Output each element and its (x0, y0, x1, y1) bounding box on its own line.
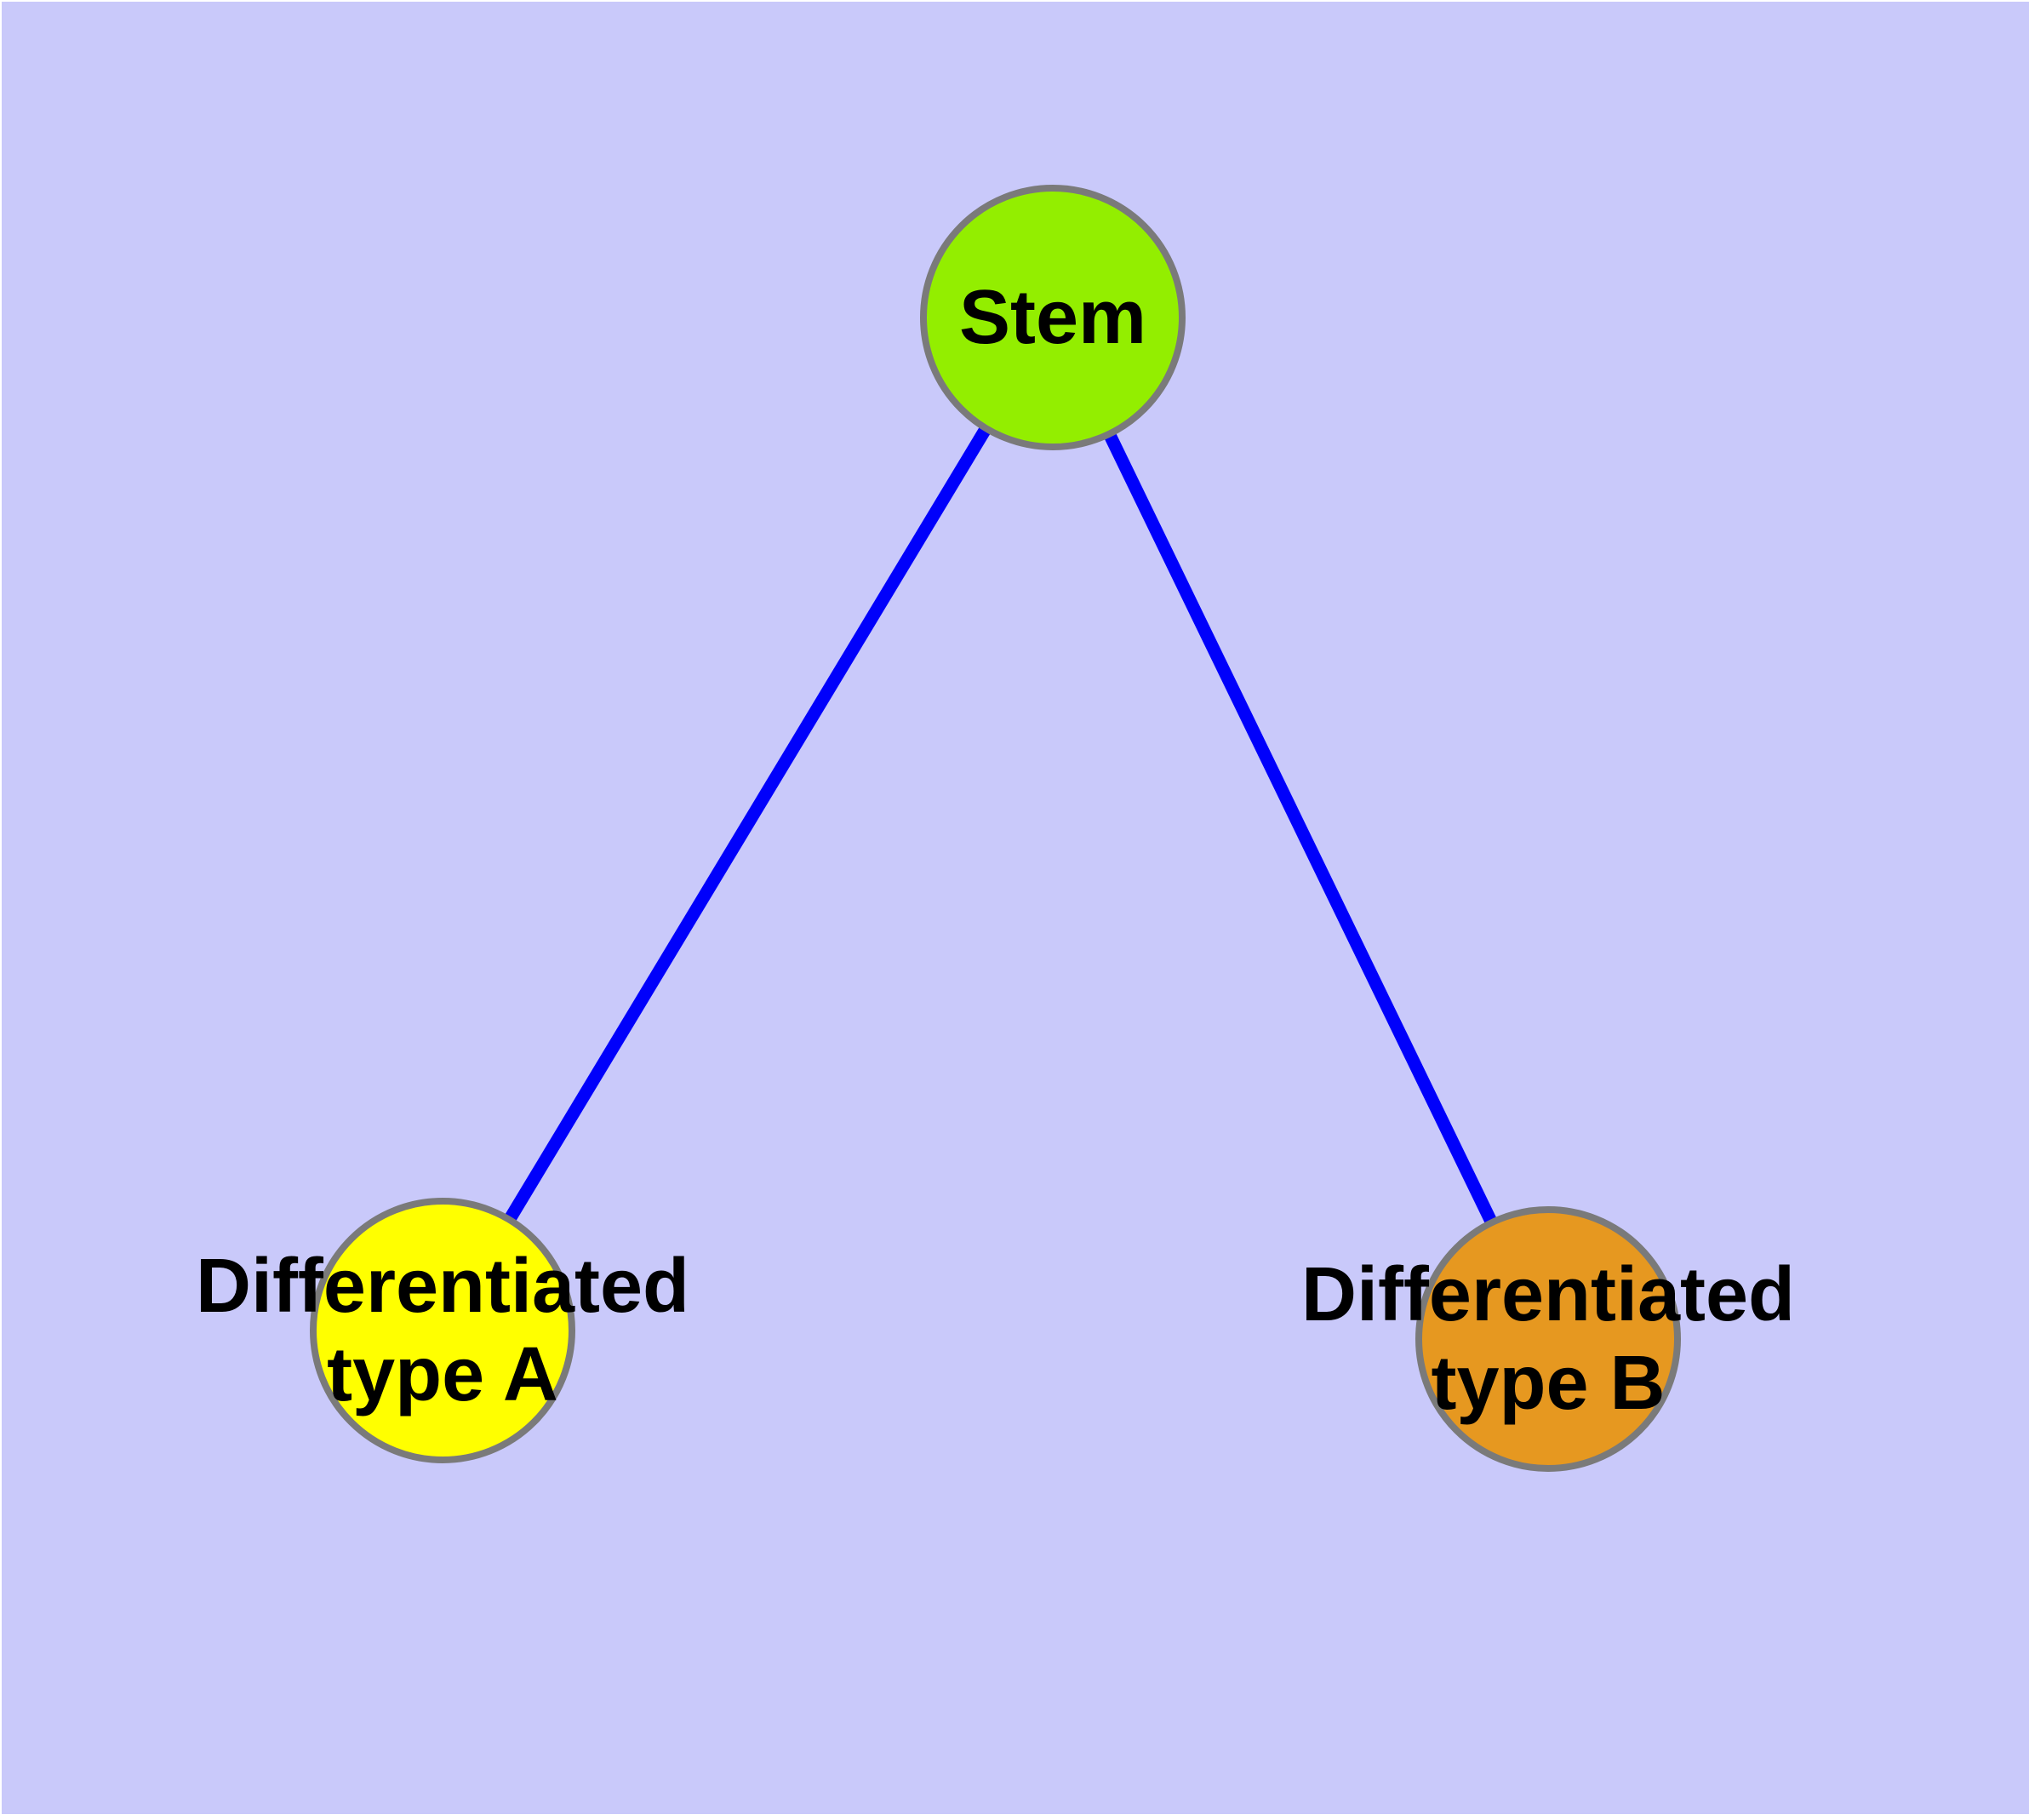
node-differentiated-type-a (310, 1198, 575, 1463)
node-type-a-label-line2: type A (327, 1332, 558, 1417)
node-type-b-label-line1: Differentiated (1301, 1252, 1795, 1337)
node-type-a-label-line1: Differentiated (196, 1244, 689, 1329)
node-stem-label: Stem (959, 275, 1146, 360)
edge-stem-to-type-a (437, 314, 1059, 1334)
edge-stem-to-type-b (1047, 314, 1554, 1342)
node-stem (920, 185, 1186, 450)
node-type-b-label-line2: type B (1431, 1341, 1665, 1426)
node-differentiated-type-b (1415, 1206, 1681, 1472)
